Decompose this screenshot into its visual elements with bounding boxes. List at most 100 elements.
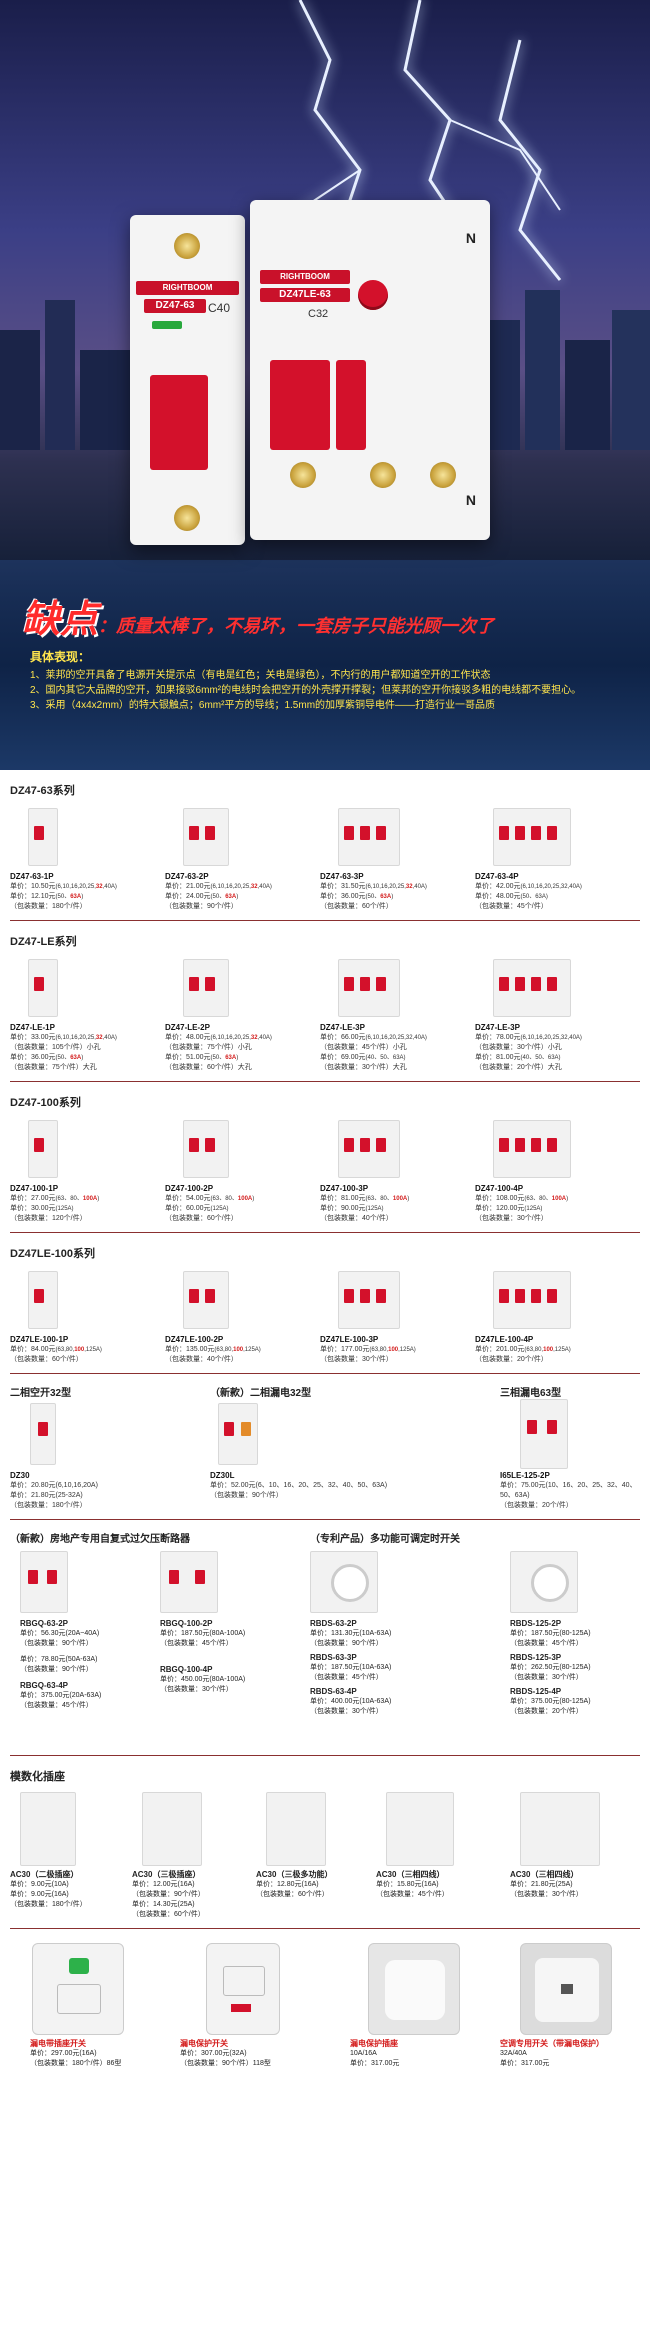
pack-line: （包装数量：45个/件）	[376, 1891, 449, 1898]
price: 单价：10.50元	[10, 883, 56, 890]
price: 单价：81.00元	[320, 1195, 366, 1202]
spec: (63,80,	[524, 1347, 544, 1353]
divider	[10, 1373, 640, 1374]
product-name: DZ47-LE-3P	[320, 1023, 365, 1032]
spec: (63、80、	[365, 1196, 393, 1202]
product-name: 漏电保护开关	[180, 2039, 228, 2048]
price-line: 单价：78.80元(50A-63A)	[20, 1656, 98, 1663]
product-name: AC30（二极插座）	[10, 1870, 79, 1879]
spec: )	[252, 1196, 255, 1202]
spec: ,40A)	[102, 1035, 117, 1041]
price-line: 单价：187.50元(80-125A)	[510, 1630, 591, 1637]
spec: (50、	[210, 1055, 226, 1061]
product-image	[30, 1403, 56, 1465]
spec: (50、	[365, 894, 381, 900]
pack-line: （包装数量：20个/件）	[475, 1356, 548, 1363]
pack-line: （包装数量：90个/件）118型	[180, 2060, 271, 2067]
price: 单价：69.00元	[320, 1054, 366, 1061]
breaker-image	[28, 1271, 58, 1329]
spec: (40、50、63A)	[365, 1055, 406, 1061]
spec: (125A)	[365, 1206, 384, 1212]
product-name: DZ47LE-100-1P	[10, 1335, 69, 1344]
spec: ,40A)	[257, 1035, 272, 1041]
pack-line: （包装数量：90个/件）	[165, 903, 238, 910]
lever	[360, 976, 370, 991]
spec: ,125A)	[243, 1347, 261, 1353]
product-name: DZ47LE-100-3P	[320, 1335, 379, 1344]
lever	[499, 1137, 509, 1152]
spec: (6,10,16,20,25,32,40A)	[520, 884, 582, 890]
product-name: 漏电保护插座	[350, 2039, 398, 2048]
price-line: 单价：24.00元(50、63A)	[165, 892, 320, 902]
features-title: 具体表现：	[30, 650, 91, 664]
lever	[34, 825, 44, 840]
spec-highlight: 100	[233, 1347, 244, 1353]
spec: )	[81, 894, 84, 900]
product-card: I65LE-125-2P 单价：75.00元(10、16、20、25、32、40…	[500, 1471, 640, 1511]
feature-list: 具体表现： 1、莱邦的空开具备了电源开关提示点（有电是红色；关电是绿色），不内行…	[30, 650, 620, 713]
price-line: （包装数量：105个/件）小孔	[10, 1043, 165, 1053]
headline: 缺点：质量太棒了，不易坏，一套房子只能光顾一次了	[22, 588, 494, 643]
divider	[10, 920, 640, 921]
spec: )	[236, 894, 239, 900]
lever	[547, 825, 557, 840]
price-line: 单价：78.00元(6,10,16,20,25,32,40A)	[475, 1033, 630, 1043]
rating-label: C32	[308, 308, 329, 320]
pack-line: （包装数量：30个/件）大孔	[320, 1064, 407, 1071]
price-line: 单价：108.00元(63、80、100A)	[475, 1194, 630, 1204]
spec: (63、80、	[524, 1196, 552, 1202]
product-name: DZ30L	[210, 1471, 235, 1480]
product-card: 漏电保护插座 10A/16A 单价：317.00元	[350, 2039, 500, 2069]
product-name: DZ47LE-100-2P	[165, 1335, 224, 1344]
lever	[515, 976, 525, 991]
price-line: 单价：262.50元(80-125A)	[510, 1664, 591, 1671]
pack-line: （包装数量：60个/件）	[256, 1891, 329, 1898]
product-name: 漏电带插座开关	[30, 2039, 86, 2048]
price: 单价：21.00元	[165, 883, 211, 890]
lever	[150, 375, 208, 470]
lever	[515, 825, 525, 840]
product-card: AC30（三极插座） 单价：12.00元(16A) （包装数量：90个/件） 单…	[132, 1870, 256, 1920]
price-line: 单价：12.00元(16A)	[132, 1881, 195, 1888]
product-card: AC30（三相四线） 单价：21.80元(25A) （包装数量：30个/件）	[510, 1870, 630, 1920]
spec: )	[391, 894, 394, 900]
pack-line: （包装数量：90个/件）	[20, 1666, 93, 1673]
price-line: 单价：375.00元(20A-63A)	[20, 1692, 102, 1699]
product-name: DZ47-63-2P	[165, 872, 209, 881]
product-name: RBGQ-100-2P	[160, 1619, 213, 1628]
pack-line: （包装数量：75个/件）大孔	[10, 1064, 97, 1071]
price: 单价：36.00元	[10, 1054, 56, 1061]
price: 单价：12.10元	[10, 893, 56, 900]
price-line: 单价：12.10元(50、63A)	[10, 892, 165, 902]
product-card: RBGQ-100-2P 单价：187.50元(80A-100A) （包装数量：4…	[160, 1619, 300, 1695]
lever	[34, 1288, 44, 1303]
headline-rest: ：质量太棒了，不易坏，一套房子只能光顾一次了	[98, 616, 495, 636]
product-name: DZ47-63-4P	[475, 872, 519, 881]
spec: (125A)	[55, 1206, 74, 1212]
rating-label: C40	[208, 301, 231, 315]
spec: ,125A)	[553, 1347, 571, 1353]
product-name: RBDS-125-2P	[510, 1619, 562, 1628]
lever	[189, 825, 199, 840]
spec-highlight: 100A	[82, 1196, 98, 1202]
breaker-image	[183, 808, 229, 866]
lever	[376, 1137, 386, 1152]
spec: (63,80,	[55, 1347, 75, 1353]
lever	[531, 825, 541, 840]
section-title: DZ47-63系列	[10, 785, 75, 797]
pack-line: （包装数量：20个/件）	[510, 1708, 583, 1715]
breaker-image	[28, 808, 58, 866]
price-line: 单价：12.80元(16A)	[256, 1881, 319, 1888]
screw-icon	[290, 462, 316, 488]
product-name: DZ47-100-2P	[165, 1184, 214, 1193]
price-line: 单价：9.00元(10A)	[10, 1881, 69, 1888]
model-plate: DZ47LE-63	[260, 288, 350, 302]
lever	[34, 1137, 44, 1152]
lever	[344, 1137, 354, 1152]
price-line: 单价：36.00元(50、63A)	[320, 892, 475, 902]
